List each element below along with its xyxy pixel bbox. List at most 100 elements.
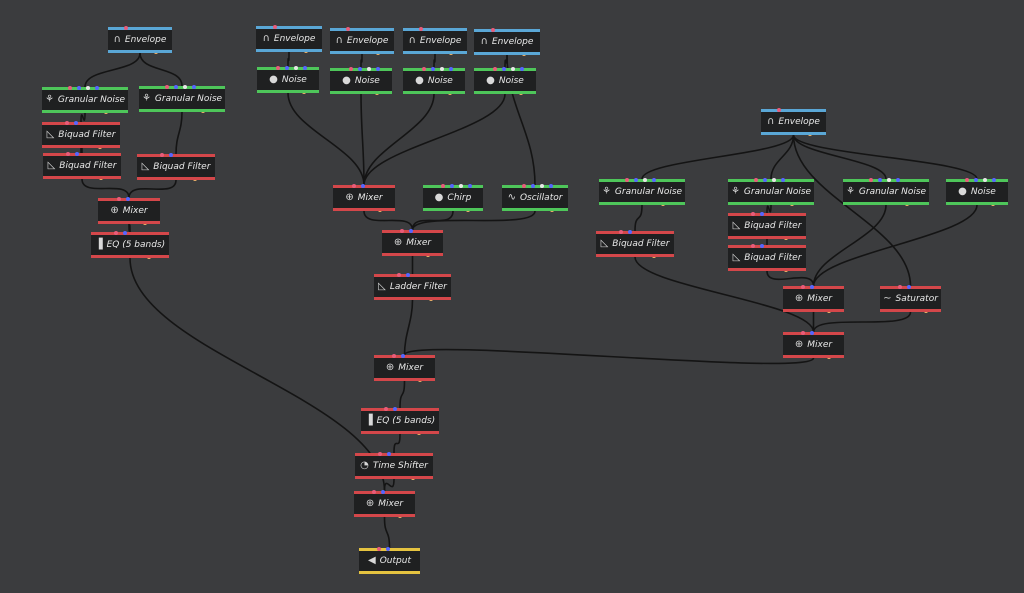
output-port[interactable] <box>378 208 382 212</box>
input-port[interactable] <box>74 121 78 125</box>
input-port[interactable] <box>502 67 506 71</box>
output-port[interactable] <box>143 221 147 225</box>
input-port[interactable] <box>440 67 444 71</box>
node-chirp[interactable]: ●Chirp <box>423 184 483 212</box>
input-port[interactable] <box>751 212 755 216</box>
input-port[interactable] <box>361 184 365 188</box>
node-noise1[interactable]: ●Noise <box>257 66 319 94</box>
node-osc[interactable]: ∿Oscillator <box>502 184 568 212</box>
input-port[interactable] <box>965 178 969 182</box>
input-port[interactable] <box>358 67 362 71</box>
node-sat[interactable]: ∼Saturator <box>880 285 941 313</box>
input-port[interactable] <box>393 407 397 411</box>
output-port[interactable] <box>790 202 794 206</box>
node-noise3[interactable]: ●Noise <box>403 67 465 95</box>
input-port[interactable] <box>409 229 413 233</box>
output-port[interactable] <box>661 202 665 206</box>
node-ladder[interactable]: ◺Ladder Filter <box>374 273 451 301</box>
input-port[interactable] <box>384 407 388 411</box>
node-out[interactable]: ◀Output <box>359 547 420 574</box>
node-noise2[interactable]: ●Noise <box>330 67 392 95</box>
input-port[interactable] <box>983 178 987 182</box>
node-bq4[interactable]: ◺Biquad Filter <box>596 230 674 258</box>
input-port[interactable] <box>401 354 405 358</box>
input-port[interactable] <box>65 121 69 125</box>
node-env3[interactable]: ∩Envelope <box>330 27 394 55</box>
output-port[interactable] <box>98 145 102 149</box>
input-port[interactable] <box>352 184 356 188</box>
output-port[interactable] <box>99 176 103 180</box>
input-port[interactable] <box>459 184 463 188</box>
input-port[interactable] <box>386 547 390 551</box>
node-bq5[interactable]: ◺Biquad Filter <box>728 212 806 240</box>
input-port[interactable] <box>511 67 515 71</box>
node-gn4[interactable]: ⚘Granular Noise <box>728 178 814 206</box>
output-port[interactable] <box>201 109 205 113</box>
input-port[interactable] <box>387 452 391 456</box>
input-port[interactable] <box>381 490 385 494</box>
input-port[interactable] <box>449 67 453 71</box>
input-port[interactable] <box>493 67 497 71</box>
output-port[interactable] <box>147 255 151 259</box>
node-mix1[interactable]: ⊕Mixer <box>98 197 160 225</box>
input-port[interactable] <box>95 86 99 90</box>
input-port[interactable] <box>378 452 382 456</box>
input-port[interactable] <box>77 86 81 90</box>
input-port[interactable] <box>406 273 410 277</box>
input-port[interactable] <box>273 25 277 29</box>
input-port[interactable] <box>887 178 891 182</box>
input-port[interactable] <box>422 67 426 71</box>
output-port[interactable] <box>522 52 526 56</box>
input-port[interactable] <box>751 244 755 248</box>
node-bq3[interactable]: ◺Biquad Filter <box>137 153 215 181</box>
node-gn1[interactable]: ⚘Granular Noise <box>42 86 128 114</box>
output-port[interactable] <box>304 49 308 53</box>
input-port[interactable] <box>760 212 764 216</box>
node-env4[interactable]: ∩Envelope <box>403 27 467 55</box>
input-port[interactable] <box>754 178 758 182</box>
input-port[interactable] <box>801 331 805 335</box>
node-eq2[interactable]: ▐EQ (5 bands) <box>361 407 439 435</box>
node-bq6[interactable]: ◺Biquad Filter <box>728 244 806 272</box>
node-env6[interactable]: ∩Envelope <box>761 108 826 136</box>
input-port[interactable] <box>183 85 187 89</box>
input-port[interactable] <box>123 231 127 235</box>
input-port[interactable] <box>165 85 169 89</box>
input-port[interactable] <box>810 331 814 335</box>
output-port[interactable] <box>302 90 306 94</box>
output-port[interactable] <box>104 110 108 114</box>
input-port[interactable] <box>419 27 423 31</box>
input-port[interactable] <box>643 178 647 182</box>
node-env2[interactable]: ∩Envelope <box>256 25 322 53</box>
input-port[interactable] <box>896 178 900 182</box>
input-port[interactable] <box>117 197 121 201</box>
node-gn2[interactable]: ⚘Granular Noise <box>139 85 225 113</box>
input-port[interactable] <box>907 285 911 289</box>
input-port[interactable] <box>86 86 90 90</box>
node-mix3[interactable]: ⊕Mixer <box>382 229 443 257</box>
input-port[interactable] <box>974 178 978 182</box>
node-gn3[interactable]: ⚘Granular Noise <box>599 178 685 206</box>
input-port[interactable] <box>68 86 72 90</box>
node-mix6[interactable]: ⊕Mixer <box>783 285 844 313</box>
output-port[interactable] <box>827 355 831 359</box>
input-port[interactable] <box>522 184 526 188</box>
input-port[interactable] <box>777 108 781 112</box>
input-port[interactable] <box>760 244 764 248</box>
input-port[interactable] <box>392 354 396 358</box>
input-port[interactable] <box>294 66 298 70</box>
input-port[interactable] <box>346 27 350 31</box>
node-mix5[interactable]: ⊕Mixer <box>354 490 415 518</box>
input-port[interactable] <box>376 67 380 71</box>
output-port[interactable] <box>808 132 812 136</box>
input-port[interactable] <box>397 273 401 277</box>
output-port[interactable] <box>418 378 422 382</box>
output-port[interactable] <box>784 268 788 272</box>
output-port[interactable] <box>449 51 453 55</box>
input-port[interactable] <box>810 285 814 289</box>
output-port[interactable] <box>448 91 452 95</box>
input-port[interactable] <box>491 28 495 32</box>
input-port[interactable] <box>450 184 454 188</box>
output-port[interactable] <box>376 51 380 55</box>
